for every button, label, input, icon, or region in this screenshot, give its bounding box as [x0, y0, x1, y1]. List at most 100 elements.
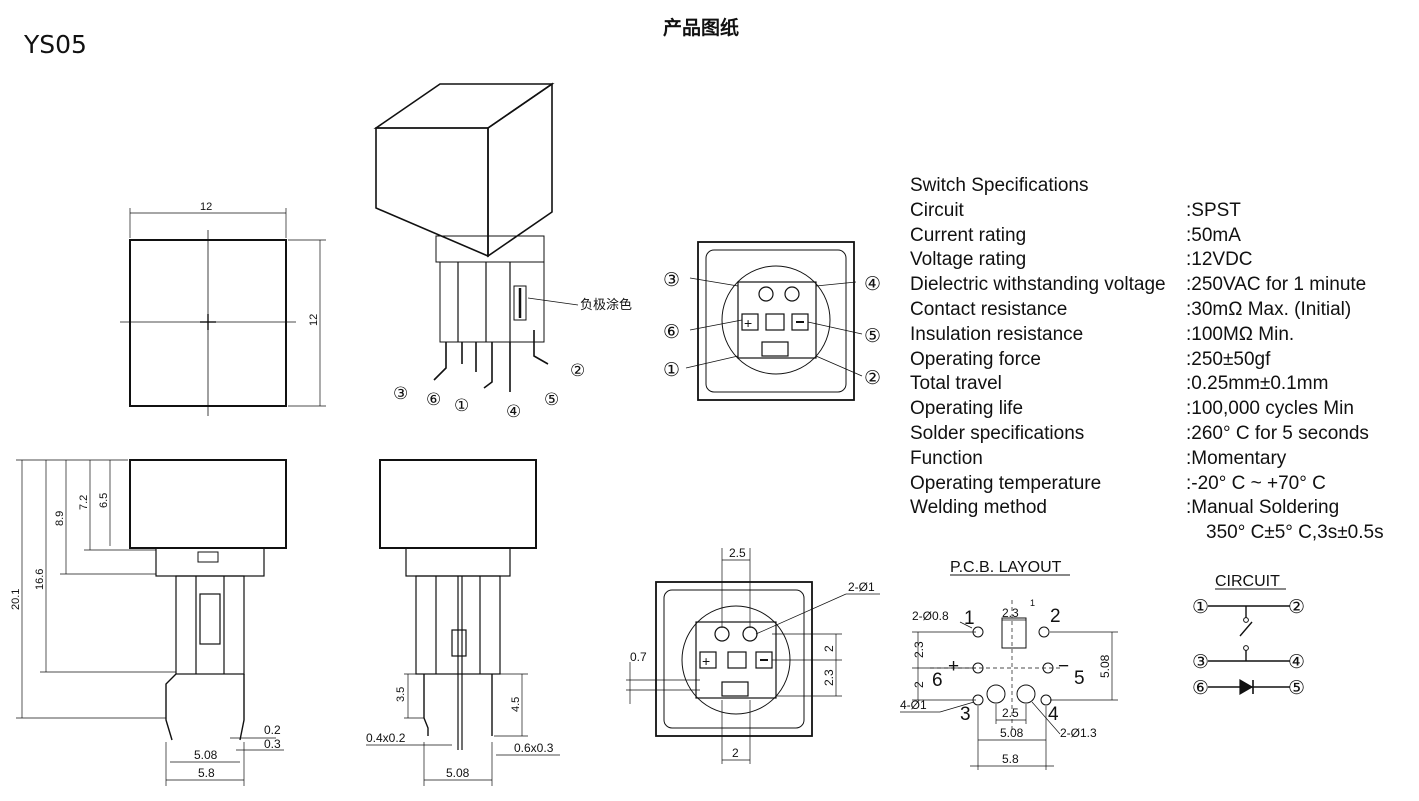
spec-row: Function :Momentary: [910, 447, 1415, 472]
pcb-plus: +: [948, 656, 959, 677]
pin-label: ⑥: [426, 390, 441, 409]
spec-label: Operating life: [910, 398, 1024, 420]
pin-label: ③: [663, 270, 680, 291]
pin-label: ①: [454, 396, 469, 415]
iso-housing: [439, 261, 545, 343]
pin-label: ②: [570, 361, 585, 380]
pcb-minus: −: [1058, 656, 1069, 677]
pin-label: ③: [393, 384, 408, 403]
dim-5-8: 5.8: [198, 766, 215, 780]
circuit-pin-3: ③: [1192, 652, 1209, 673]
spec-label: Total travel: [910, 373, 1002, 395]
spec-label: Operating temperature: [910, 472, 1102, 494]
dim-16-6: 16.6: [34, 569, 46, 590]
top-view: 12 12: [120, 201, 326, 416]
pcb-pin-4: 4: [1048, 704, 1059, 725]
dim-0-3: 0.3: [264, 737, 281, 751]
side-cap: [129, 459, 287, 549]
dim-5-08: 5.08: [446, 766, 470, 780]
spec-value: :50mA: [1186, 224, 1241, 246]
spec-label: Function: [910, 447, 983, 469]
spec-value: :250±50gf: [1186, 348, 1271, 370]
iso-note: 负极涂色: [580, 297, 632, 312]
dim-5-08: 5.08: [194, 748, 218, 762]
model-number: YS05: [24, 30, 87, 59]
bottom-view: + ③ ④ ⑥ ⑤ ① ②: [663, 241, 881, 401]
spec-label: Circuit: [910, 199, 964, 221]
dim-1: 1: [1030, 598, 1035, 608]
pcb-pin-6: 6: [932, 670, 943, 691]
spec-value: :Momentary: [1186, 447, 1287, 469]
dim-20-1: 20.1: [10, 589, 22, 610]
spec-label: Welding method: [910, 497, 1047, 519]
svg-text:+: +: [744, 315, 752, 331]
circuit-pin-5: ⑤: [1288, 678, 1305, 699]
side-housing: [175, 575, 245, 675]
dim-2-o1-3: 2-Ø1.3: [1060, 726, 1097, 740]
dim-3-5: 3.5: [395, 687, 407, 702]
spec-label: Current rating: [910, 224, 1027, 246]
dim-7-2: 7.2: [78, 495, 90, 510]
spec-value: :-20° C ~ +70° C: [1186, 472, 1326, 494]
spec-row: Contact resistance :30mΩ Max. (Initial): [910, 298, 1415, 323]
side-view: 20.1 16.6 8.9 7.2 6.5 0.2 0.3 5.08 5.8: [10, 459, 287, 786]
spec-label: Voltage rating: [910, 249, 1027, 271]
spec-row: Solder specifications :260° C for 5 secon…: [910, 422, 1415, 447]
iso-pin-labels: ③ ⑥ ① ④ ⑤ ②: [393, 361, 585, 421]
spec-value: :12VDC: [1186, 249, 1253, 271]
spec-row: Circuit :SPST: [910, 199, 1415, 224]
switch-specifications: Switch Specifications Circuit :SPST Curre…: [910, 174, 1415, 546]
bottom-view-outer: [697, 241, 855, 401]
spec-row: Operating life:100,000 cycles Min: [910, 397, 1415, 422]
detail-view: + 2.5 2-Ø1 0.7 2 2.3 2: [626, 546, 880, 764]
detail-outer: [655, 581, 813, 737]
spec-row: Voltage rating :12VDC: [910, 248, 1415, 273]
pcb-pin-5: 5: [1074, 668, 1085, 689]
pin-label: ①: [663, 360, 680, 381]
spec-value: :260° C for 5 seconds: [1186, 422, 1369, 444]
dim-0-2: 0.2: [264, 723, 281, 737]
pin-label: ④: [506, 402, 521, 421]
dim-8-9: 8.9: [54, 511, 66, 526]
dim-6-5: 6.5: [98, 493, 110, 508]
pcb-pin-3: 3: [960, 704, 971, 725]
spec-value: :250VAC for 1 minute: [1186, 274, 1367, 296]
dim-0-7: 0.7: [630, 650, 647, 664]
spec-label: Contact resistance: [910, 298, 1068, 320]
spec-row: Welding method:Manual Soldering: [910, 496, 1415, 521]
dim-4-5: 4.5: [510, 697, 522, 712]
dim-4-o1: 4-Ø1: [900, 698, 927, 712]
spec-value: :30mΩ Max. (Initial): [1186, 298, 1352, 320]
dim-2-o1: 2-Ø1: [848, 580, 875, 594]
pin-label: ⑥: [663, 322, 680, 343]
dim-2: 2: [822, 645, 836, 652]
front-view: 3.5 4.5 0.4x0.2 0.6x0.3 5.08: [366, 459, 560, 786]
spec-value: :0.25mm±0.1mm: [1186, 373, 1329, 395]
circuit-pin-2: ②: [1288, 597, 1305, 618]
front-cap: [379, 459, 537, 549]
dim-2-3-left: 2.3: [912, 641, 926, 658]
top-view-height: 12: [308, 314, 320, 326]
pin-label: ⑤: [544, 390, 559, 409]
spec-row: Dielectric withstanding voltage:250VAC f…: [910, 273, 1415, 298]
pcb-pin-1: 1: [964, 608, 975, 629]
spec-label: Solder specifications: [910, 422, 1085, 444]
dim-5-08-pitch: 5.08: [1000, 726, 1024, 740]
pcb-layout: P.C.B. LAYOUT 2.3 1 2-Ø0.8 2.3 2 5.08 4-…: [900, 559, 1118, 770]
circuit-pin-1: ①: [1192, 597, 1209, 618]
pcb-pin-2: 2: [1050, 606, 1061, 627]
dim-5-8: 5.8: [1002, 752, 1019, 766]
dim-2-bottom: 2: [732, 746, 739, 760]
dim-2-left: 2: [912, 681, 926, 688]
pin-label: ⑤: [864, 326, 881, 347]
spec-heading: Switch Specifications: [910, 175, 1089, 196]
spec-row: Total travel :0.25mm±0.1mm: [910, 372, 1415, 397]
page-title: 产品图纸: [663, 17, 740, 39]
pin-label: ④: [864, 274, 881, 295]
dim-2-o0-8: 2-Ø0.8: [912, 609, 949, 623]
dim-2-3: 2.3: [822, 669, 836, 686]
spec-row: Operating temperature :-20° C ~ +70° C: [910, 472, 1415, 497]
spec-value: :100MΩ Min.: [1186, 323, 1295, 345]
spec-value: :SPST: [1186, 199, 1241, 221]
